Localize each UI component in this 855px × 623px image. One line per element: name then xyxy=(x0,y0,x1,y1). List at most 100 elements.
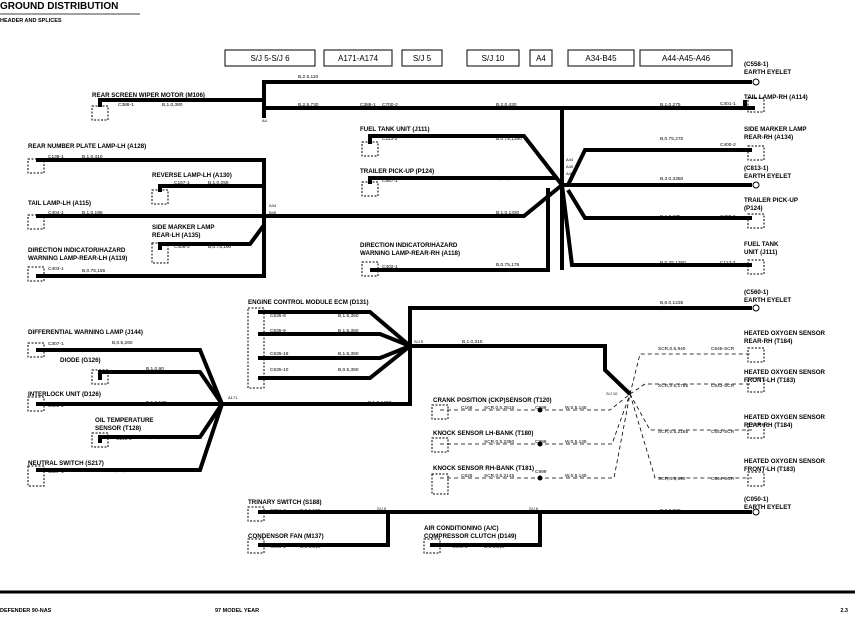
wire-190: B,0.75,190 xyxy=(208,244,232,250)
splice-sj6: S/J 6 xyxy=(529,506,539,511)
wire-scr940: SCR,0.5,940 xyxy=(658,346,686,352)
splice-legend: S/J 5-S/J 6 A171-A174 S/J 5 S/J 10 A4 A3… xyxy=(224,49,733,67)
wire-260a: B,0.5,260 xyxy=(112,340,133,346)
wire-270: B,0.75,270 xyxy=(660,136,684,142)
wire-350c: B,1.5,350 xyxy=(338,351,359,357)
legend-box-3 xyxy=(401,49,443,67)
label-ckp: CRANK POSITION (CKP)SENSOR (T120) xyxy=(433,397,552,404)
conn-c499: C499-5 xyxy=(720,214,736,220)
label-c560-1: (C560-1) xyxy=(744,289,768,296)
earth-eyelet-icons xyxy=(386,78,760,516)
label-trailer-pickup: TRAILER PICK-UP (P124) xyxy=(360,168,434,175)
component-labels: REAR SCREEN WIPER MOTOR (M106) REAR NUMB… xyxy=(28,61,826,540)
wire-160: B,3.0,160 xyxy=(410,510,431,516)
label-neutral-switch: NEUTRAL SWITCH (S217) xyxy=(28,460,104,467)
conn-c626: C626 xyxy=(461,473,473,479)
conn-c643: C643-SCR xyxy=(711,383,735,389)
conn-c999b: C999 xyxy=(535,439,547,445)
conn-c635-8: C635-8 xyxy=(270,313,286,319)
conn-c635-10: C635-10 xyxy=(270,367,289,373)
label-hos-fl-2: FRONT-LH (T183) xyxy=(744,377,795,384)
label-hos-fl2-2: FRONT-LH (T183) xyxy=(744,466,795,473)
wire-350a: B,1.5,350 xyxy=(338,313,359,319)
label-reverse-lamp: REVERSE LAMP-LH (A130) xyxy=(152,172,232,179)
legend-label-6: A34-B45 xyxy=(585,54,617,63)
conn-c642: C642-SCR xyxy=(711,429,735,435)
conn-c683: C683-2 xyxy=(48,403,64,409)
conn-c307a: C307-1 xyxy=(48,341,64,347)
wire-scr2145: SCR,0.5,2145 xyxy=(484,473,514,479)
wire-1235: B,6.0,1235 xyxy=(660,300,684,306)
conn-c113-3: C113-3 xyxy=(720,260,736,266)
label-c558-2: EARTH EYELET xyxy=(744,69,791,76)
sensor-wires xyxy=(440,353,752,481)
wire-codes: B,2.5,110 B,1.0,380 B,2.5,730 B,2.0,430 … xyxy=(82,74,688,550)
legend-label-4: S/J 10 xyxy=(482,54,505,63)
legend-box-4 xyxy=(466,49,520,67)
wire-255: B,1.0,255 xyxy=(208,180,229,186)
label-tail-lamp-lh: TAIL LAMP-LH (A115) xyxy=(28,200,91,207)
label-c050-1: (C050-1) xyxy=(744,496,768,503)
label-dir-ind-rh-1: DIRECTION INDICATOR/HAZARD xyxy=(360,242,458,249)
conn-c645: C645-SCR xyxy=(711,346,735,352)
connector-boxes xyxy=(27,97,765,554)
conn-c386: C386-1 xyxy=(360,102,376,108)
label-diff-warning: DIFFERENTIAL WARNING LAMP (J144) xyxy=(28,329,143,336)
conn-c167: C167-1 xyxy=(174,180,190,186)
legend-label-2: A171-A174 xyxy=(338,54,379,63)
wire-195: B,1.0,195 xyxy=(82,210,103,216)
wire-315: B,1.0,315 xyxy=(462,339,483,345)
label-trailer-rh-1: TRAILER PICK-UP xyxy=(744,197,798,204)
conn-c557: C557-1 xyxy=(382,178,398,184)
conn-c168: C168 xyxy=(461,405,473,411)
splice-sj5b: S/J 5 xyxy=(377,506,387,511)
wire-2730: B,2.5,730 xyxy=(298,102,319,108)
label-hos-rr-1: HEATED OXYGEN SENSOR xyxy=(744,330,826,337)
label-side-marker-lh-2: REAR-LH (A135) xyxy=(152,232,200,239)
label-hos-rr2-1: HEATED OXYGEN SENSOR xyxy=(744,414,826,421)
label-diode: DIODE (G126) xyxy=(60,357,101,364)
wire-430: B,2.0,430 xyxy=(496,102,517,108)
label-trailer-rh-2: (P124) xyxy=(744,205,763,212)
wire-275b: B,1.0,275 xyxy=(660,214,681,220)
wire-scr2165: SCR,0.5,2165 xyxy=(658,429,688,435)
label-hos-fl2-1: HEATED OXYGEN SENSOR xyxy=(744,458,826,465)
conn-c218: C218-2 xyxy=(116,436,132,442)
label-oil-temp-2: SENSOR (T128) xyxy=(95,425,141,432)
connector-ids: C388-1 C138-1 C167-1 C404-1 C405-2 C403-… xyxy=(48,101,736,550)
wire-350d: B,0.5,350 xyxy=(338,367,359,373)
conn-c403: C403-1 xyxy=(48,266,64,272)
label-c560-2: EARTH EYELET xyxy=(744,297,791,304)
legend-label-1: S/J 5-S/J 6 xyxy=(250,54,290,63)
conn-c404: C404-1 xyxy=(48,210,64,216)
splice-ids: A4 A34 B45 A44 A45 A46 S/J 5 S/J 10 A171… xyxy=(228,118,618,511)
label-condensor-fan: CONDENSOR FAN (M137) xyxy=(248,533,324,540)
label-rear-wiper: REAR SCREEN WIPER MOTOR (M106) xyxy=(92,92,205,99)
wire-380: B,2.0,380 xyxy=(660,508,681,514)
label-knock-lh: KNOCK SENSOR LH-BANK (T180) xyxy=(433,430,533,437)
label-aircon-1: AIR CONDITIONING (A/C) xyxy=(424,525,499,532)
label-fuel-tank-unit: FUEL TANK UNIT (J111) xyxy=(360,126,430,133)
wire-scr1785: SCR,0.5,1785 xyxy=(658,383,688,389)
label-hos-rr2-2: REAR-RH (T184) xyxy=(744,422,792,429)
label-sm-rh-1: SIDE MARKER LAMP xyxy=(744,126,807,133)
wire-w145c: W,0.5,145 xyxy=(565,473,587,479)
legend-box-7 xyxy=(639,49,733,67)
conn-c400: C400-2 xyxy=(720,142,736,148)
label-c813-1: (C813-1) xyxy=(744,165,768,172)
label-c050-2: EARTH EYELET xyxy=(744,504,791,511)
conn-c051: C051-3 xyxy=(270,508,286,514)
legend-box-2 xyxy=(323,49,393,67)
wire-155: B,0.75,155 xyxy=(82,268,106,274)
label-dir-ind-lh-1: DIRECTION INDICATOR/HAZARD xyxy=(28,247,126,254)
splice-a171: A171 xyxy=(228,395,238,400)
label-c558-1: (C558-1) xyxy=(744,61,768,68)
conn-c138: C138-1 xyxy=(48,154,64,160)
page-subtitle: HEADER AND SPLICES xyxy=(0,18,62,24)
label-hos-rr-2: REAR-RH (T184) xyxy=(744,338,792,345)
splice-b45: B45 xyxy=(269,210,277,215)
wire-3350: B,3.0,3350 xyxy=(660,176,684,182)
wire-120: B,1.0,120 xyxy=(146,400,167,406)
label-dir-ind-rh-2: WARNING LAMP-REAR-RH (A118) xyxy=(360,250,460,257)
